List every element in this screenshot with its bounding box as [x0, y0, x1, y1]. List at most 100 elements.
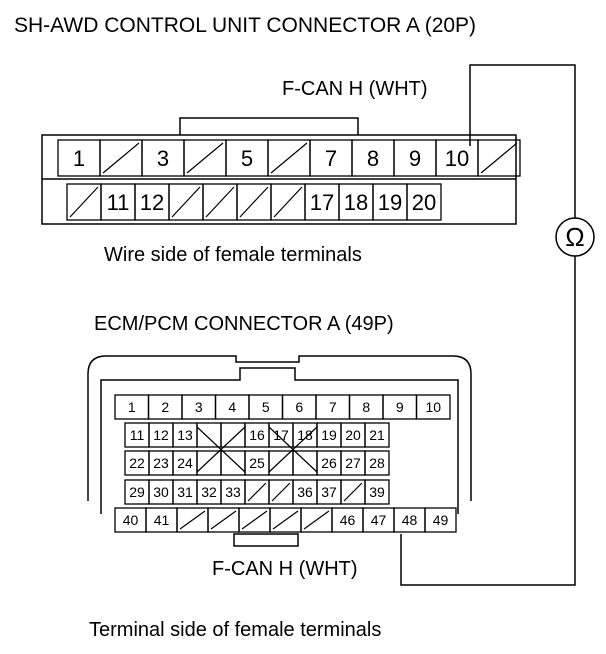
terminal-label: 29: [129, 484, 145, 500]
terminal-label: 40: [123, 512, 139, 528]
terminal-label: 28: [369, 455, 385, 471]
terminal-label: 8: [367, 146, 379, 171]
terminal-10: [415, 394, 451, 420]
terminal-label: 16: [249, 427, 265, 443]
terminal-label: 30: [153, 484, 169, 500]
terminal-label: 27: [345, 455, 361, 471]
terminal-label: 13: [177, 427, 193, 443]
connector-b-title: ECM/PCM CONNECTOR A (49P): [94, 313, 394, 335]
connector-b-latch: [233, 533, 299, 547]
terminal-label: 1: [128, 399, 136, 415]
unused-slot-slash: [179, 510, 206, 530]
terminal-label: 19: [321, 427, 337, 443]
terminal-label: 3: [157, 146, 169, 171]
unused-slot-slash: [171, 186, 201, 218]
connector-b-caption: Terminal side of female terminals: [89, 619, 382, 641]
terminal-label: 24: [177, 455, 193, 471]
terminal-label: 10: [425, 399, 441, 415]
terminal-20: [406, 183, 442, 221]
unused-slot-slash: [272, 510, 299, 530]
terminal-label: 20: [412, 190, 436, 215]
terminal-21: [364, 422, 390, 448]
blocked-slot-cross: [196, 426, 246, 473]
terminal-label: 33: [225, 484, 241, 500]
terminal-label: 39: [369, 484, 385, 500]
unused-slot-slash: [69, 186, 99, 218]
terminal-empty: [220, 422, 246, 448]
terminal-label: 19: [378, 190, 402, 215]
connector-b-outer-shell: [87, 355, 472, 501]
terminal-label: 11: [130, 427, 145, 443]
terminal-label: 26: [321, 455, 337, 471]
unused-slot-slash: [303, 510, 330, 530]
ohm-icon: Ω: [565, 222, 584, 252]
terminal-49: [424, 507, 457, 533]
terminal-label: 6: [295, 399, 303, 415]
terminal-label: 4: [228, 399, 236, 415]
connector-b-inner-shell: [100, 367, 459, 514]
terminal-label: 36: [297, 484, 313, 500]
terminal-label: 1: [73, 146, 85, 171]
terminal-empty: [196, 450, 222, 476]
terminal-label: 20: [345, 427, 361, 443]
terminal-empty: [477, 139, 521, 177]
unused-slot-slash: [102, 142, 140, 174]
terminal-label: 31: [177, 484, 193, 500]
unused-slot-slash: [273, 186, 303, 218]
unused-slot-slash: [210, 510, 237, 530]
connector-a-title: SH-AWD CONTROL UNIT CONNECTOR A (20P): [14, 14, 477, 37]
terminal-label: 17: [273, 427, 289, 443]
unused-slot-slash: [239, 186, 269, 218]
blocked-slot-cross: [268, 426, 318, 473]
probe-top-label: F-CAN H (WHT): [282, 78, 428, 100]
terminal-label: 46: [340, 512, 356, 528]
terminal-label: 7: [329, 399, 337, 415]
terminal-label: 23: [153, 455, 169, 471]
unused-slot-slash: [205, 186, 235, 218]
terminal-label: 10: [445, 146, 469, 171]
terminal-label: 12: [153, 427, 169, 443]
terminal-label: 5: [241, 146, 253, 171]
terminal-label: 18: [344, 190, 368, 215]
terminal-label: 18: [297, 427, 313, 443]
terminal-label: 32: [201, 484, 217, 500]
terminal-label: 11: [107, 190, 130, 215]
terminal-empty: [220, 450, 246, 476]
terminal-label: 22: [129, 455, 145, 471]
terminal-label: 7: [325, 146, 337, 171]
terminal-empty: [292, 450, 318, 476]
terminal-label: 5: [262, 399, 270, 415]
terminal-label: 3: [195, 399, 203, 415]
connector-a-lock-tab: [179, 117, 359, 135]
unused-slot-slash: [343, 482, 363, 502]
terminal-label: 47: [371, 512, 387, 528]
terminal-label: 41: [154, 512, 170, 528]
terminal-label: 17: [310, 190, 334, 215]
terminal-empty: [268, 450, 294, 476]
connector-a: [41, 117, 517, 225]
unused-slot-slash: [270, 142, 308, 174]
unused-slot-slash: [480, 142, 518, 174]
unused-slot-slash: [247, 482, 267, 502]
terminal-label: 49: [433, 512, 449, 528]
unused-slot-slash: [186, 142, 224, 174]
terminal-label: 8: [362, 399, 370, 415]
ohmmeter-circle: [555, 217, 595, 257]
terminal-label: 9: [409, 146, 421, 171]
terminal-39: [364, 479, 390, 505]
probe-bottom-label: F-CAN H (WHT): [212, 558, 358, 580]
terminal-label: 25: [249, 455, 265, 471]
terminal-label: 21: [369, 427, 385, 443]
terminal-label: 2: [161, 399, 169, 415]
connector-b: [87, 355, 472, 547]
terminal-label: 9: [396, 399, 404, 415]
terminal-empty: [196, 422, 222, 448]
probe-wire: [400, 64, 576, 586]
unused-slot-slash: [271, 482, 291, 502]
unused-slot-slash: [241, 510, 268, 530]
terminal-28: [364, 450, 390, 476]
terminal-label: 37: [321, 484, 337, 500]
meter-circuit: [400, 64, 595, 586]
connector-a-caption: Wire side of female terminals: [104, 244, 362, 266]
